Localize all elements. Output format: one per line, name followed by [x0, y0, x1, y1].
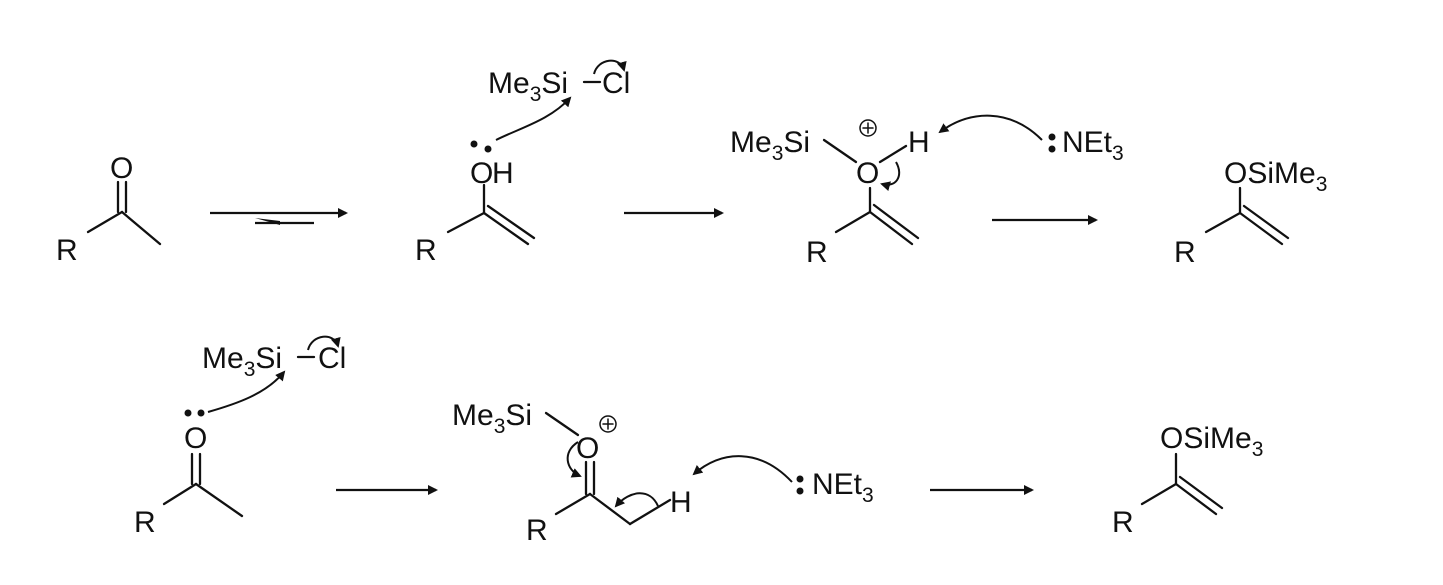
curly-arrow-ch: [614, 492, 659, 508]
me-label: Me3Si: [488, 67, 568, 106]
r-label: R: [415, 234, 437, 267]
silyloxonium-2: Me3Si O H R: [452, 399, 692, 547]
lone-pair-dot: [184, 409, 192, 417]
ketone-2: O R: [134, 409, 244, 539]
r-label: R: [526, 514, 548, 547]
r-label: R: [134, 506, 156, 539]
lone-pair-dot: [197, 409, 205, 417]
tmscl-1: Me3Si Cl: [488, 67, 630, 106]
curly-arrow-attack: [495, 96, 572, 141]
lone-pair-dot: [1048, 145, 1056, 153]
lone-pair-dot: [796, 475, 804, 483]
positive-charge: [859, 119, 877, 137]
silyl-enol-ether-2: OSiMe3 R: [1112, 422, 1263, 539]
r-label: R: [1174, 236, 1196, 269]
r-label: R: [1112, 506, 1134, 539]
net3-label: NEt3: [812, 468, 874, 507]
net3-label: NEt3: [1062, 126, 1124, 165]
osime3-label: OSiMe3: [1160, 422, 1263, 461]
silyl-enol-ether-1: OSiMe3 R: [1174, 157, 1327, 269]
equilibrium-arrow: [210, 208, 348, 225]
cl-label: Cl: [318, 342, 346, 375]
ketone-1: R O: [56, 152, 162, 267]
tmscl-2: Me3Si Cl: [202, 342, 346, 381]
me-label: Me3Si: [202, 342, 282, 381]
curly-arrow-sicl: [307, 335, 341, 351]
me3si-label: Me3Si: [452, 399, 532, 438]
triethylamine-2: NEt3: [796, 468, 874, 507]
r-label: R: [806, 236, 828, 269]
enol: R O H: [415, 140, 536, 267]
lone-pair-dot: [470, 140, 478, 148]
h-label: H: [908, 126, 930, 159]
o-label: O: [110, 152, 133, 185]
curly-arrow-co: [566, 441, 582, 478]
o-label: O: [576, 432, 599, 465]
curly-arrow-sicl: [593, 59, 627, 75]
lone-pair-dot: [484, 145, 492, 153]
osime3-label: OSiMe3: [1224, 157, 1327, 196]
curly-arrow-oh: [880, 161, 901, 191]
h-label: H: [492, 157, 514, 190]
o-label: O: [470, 157, 493, 190]
triethylamine-1: NEt3: [1048, 126, 1124, 165]
curly-arrow-attack: [207, 370, 286, 413]
silyloxonium-1: Me3Si O H R: [730, 119, 930, 269]
h-label: H: [670, 486, 692, 519]
cl-label: Cl: [602, 67, 630, 100]
lone-pair-dot: [1048, 133, 1056, 141]
lone-pair-dot: [796, 487, 804, 495]
o-label: O: [184, 422, 207, 455]
me3si-label: Me3Si: [730, 126, 810, 165]
o-label: O: [856, 157, 879, 190]
curly-arrow-base: [938, 114, 1043, 141]
positive-charge: [599, 415, 617, 433]
r-label: R: [56, 234, 78, 267]
curly-arrow-base: [692, 455, 793, 483]
